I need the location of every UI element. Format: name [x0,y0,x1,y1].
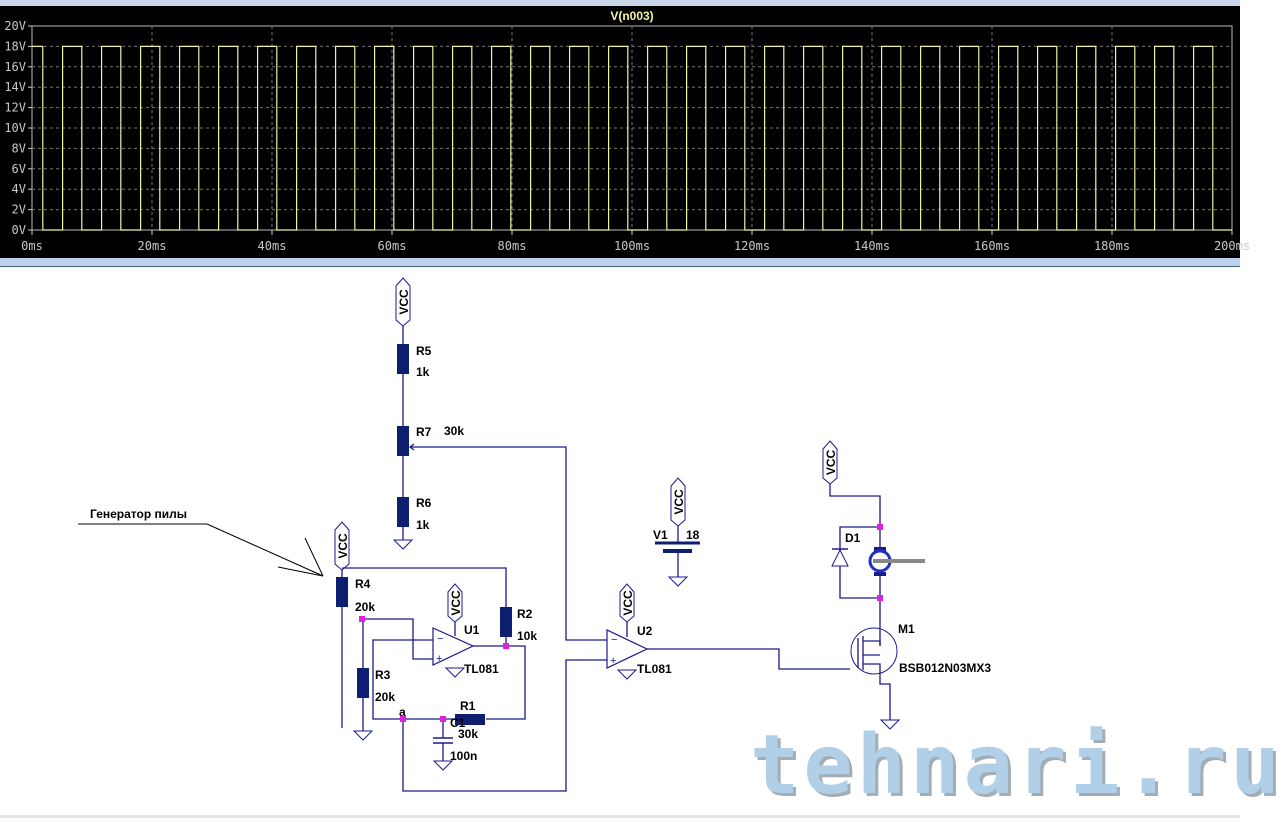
vcc-net-flag[interactable]: VCC [822,440,838,485]
x-tick-label: 200ms [1214,239,1250,253]
r7-value: 30k [444,424,464,438]
vcc-net-flag[interactable]: VCC [395,277,411,327]
net-label-a[interactable]: a [399,705,406,719]
vcc-label: VCC [672,489,686,515]
waveform-plot[interactable]: V(n003) 0V 2V 4V 6V 8V 10V 12V 14V 16V 18V 20V 0ms… [0,6,1250,258]
r5-value: 1k [416,365,430,379]
x-tick-label: 160ms [974,239,1010,253]
ground-icon [879,719,901,730]
x-tick-label: 180ms [1094,239,1130,253]
waveform-viewer[interactable]: V(n003) 0V 2V 4V 6V 8V 10V 12V 14V 16V 18V 20V 0ms… [0,6,1250,258]
r3-value: 20k [375,690,395,704]
y-tick-label: 12V [4,101,26,115]
r4-value: 20k [355,600,375,614]
vcc-label: VCC [449,590,463,616]
ground-icon [392,539,414,550]
ground-icon [667,576,689,587]
svg-text:−: − [437,633,443,645]
ground-icon [432,760,454,771]
potentiometer-r7[interactable] [397,426,409,456]
u2-name: U2 [637,624,653,638]
x-tick-label: 60ms [378,239,407,253]
y-tick-label: 4V [12,182,26,196]
ground-icon [352,730,374,741]
plot-grid [31,25,1233,231]
ground-icon [444,667,466,678]
trace-title[interactable]: V(n003) [610,9,653,23]
x-tick-label: 80ms [498,239,527,253]
r4-name: R4 [355,577,371,591]
trace-v-n003[interactable] [32,45,1232,231]
r6-value: 1k [416,518,430,532]
c1-name: C1 [450,716,466,730]
svg-text:+: + [436,653,442,665]
y-tick-label: 0V [12,223,26,237]
vcc-label: VCC [621,590,635,616]
opamp-u2[interactable] [606,629,649,669]
u1-name: U1 [464,623,480,637]
svg-text:−: − [611,634,617,646]
resistor-r6[interactable] [397,497,409,527]
y-tick-label: 20V [4,19,26,33]
x-tick-label: 100ms [614,239,650,253]
r7-name: R7 [416,425,432,439]
vcc-net-flag[interactable]: VCC [447,583,463,623]
m1-name: M1 [898,622,915,636]
y-tick-label: 18V [4,39,26,53]
ground-icon [616,669,638,680]
resistor-r1[interactable] [455,714,485,725]
r1-name: R1 [460,699,476,713]
m1-value: BSB012N03MX3 [899,661,991,675]
window-title-bar [0,0,1240,6]
x-tick-label: 0ms [21,239,43,253]
annotation-arrow [78,523,324,577]
watermark-logo: tehnari.ru [750,718,1284,813]
diode-d1[interactable] [831,548,849,567]
v1-value: 18 [686,528,700,542]
resistor-r5[interactable] [397,344,409,374]
r2-value: 10k [517,629,537,643]
opamp-u1[interactable] [432,627,475,666]
vcc-label: VCC [336,533,350,559]
y-tick-label: 10V [4,121,26,135]
x-tick-label: 20ms [138,239,167,253]
y-tick-label: 14V [4,80,26,94]
u1-value: TL081 [464,662,499,676]
x-tick-label: 140ms [854,239,890,253]
y-tick-label: 8V [12,141,26,155]
x-axis-ticks: 0ms 20ms 40ms 60ms 80ms 100ms 120ms 140ms 160ms 1… [21,230,1250,253]
pane-splitter[interactable] [0,258,1240,267]
v1-name: V1 [653,528,668,542]
r6-name: R6 [416,496,432,510]
r1-value: 30k [458,727,478,741]
status-bar [0,815,1240,818]
x-tick-label: 40ms [258,239,287,253]
y-axis-ticks: 0V 2V 4V 6V 8V 10V 12V 14V 16V 18V 20V [4,19,32,237]
vcc-net-flag[interactable]: VCC [619,583,635,623]
vcc-net-flag[interactable]: VCC [670,477,686,527]
vcc-net-flag[interactable]: VCC [334,521,350,571]
resistor-r4[interactable] [336,577,348,607]
d1-name: D1 [845,531,861,545]
dc-motor[interactable] [868,547,925,576]
c1-value: 100n [450,749,477,763]
r3-name: R3 [375,668,391,682]
y-tick-label: 16V [4,60,26,74]
vcc-label: VCC [824,450,838,476]
u2-value: TL081 [637,662,672,676]
r2-name: R2 [517,607,533,621]
vcc-label: VCC [397,289,411,315]
y-tick-label: 6V [12,162,26,176]
r5-name: R5 [416,344,432,358]
y-tick-label: 2V [12,203,26,217]
mosfet-m1[interactable] [850,627,898,720]
x-tick-label: 120ms [734,239,770,253]
annotation-text: Генератор пилы [90,507,187,521]
svg-text:+: + [610,655,616,667]
resistor-r2[interactable] [500,607,512,637]
